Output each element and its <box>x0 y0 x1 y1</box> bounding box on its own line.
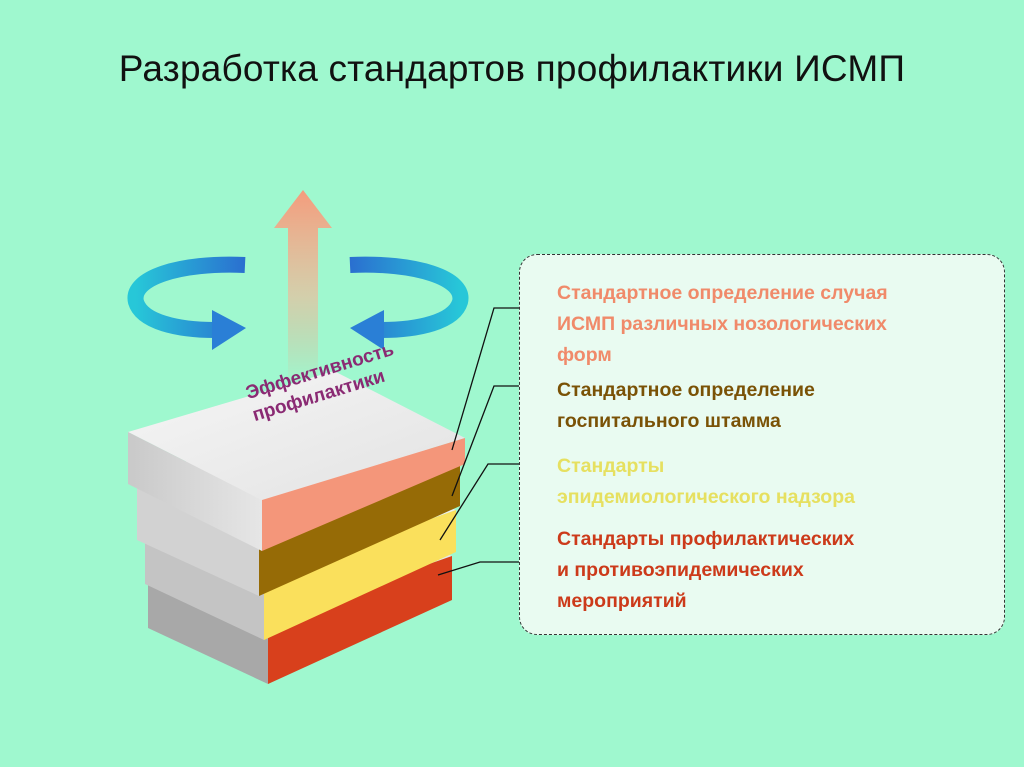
list-item-hospital-strain: Стандартное определение госпитального шт… <box>557 379 815 432</box>
arrow-up-icon <box>274 190 332 385</box>
list-item-case-definition: Стандартное определение случая ИСМП разл… <box>557 282 888 366</box>
layer-salmon <box>128 371 465 551</box>
list-item-prevention-measures: Стандарты профилактических и противоэпид… <box>557 528 855 612</box>
rotate-right-arrow-icon <box>349 256 469 350</box>
standards-list-panel <box>519 254 1005 635</box>
page-title: Разработка стандартов профилактики ИСМП <box>118 48 906 89</box>
list-item-surveillance: Стандарты эпидемиологического надзора <box>557 455 855 508</box>
rotate-left-arrow-icon <box>127 256 246 350</box>
